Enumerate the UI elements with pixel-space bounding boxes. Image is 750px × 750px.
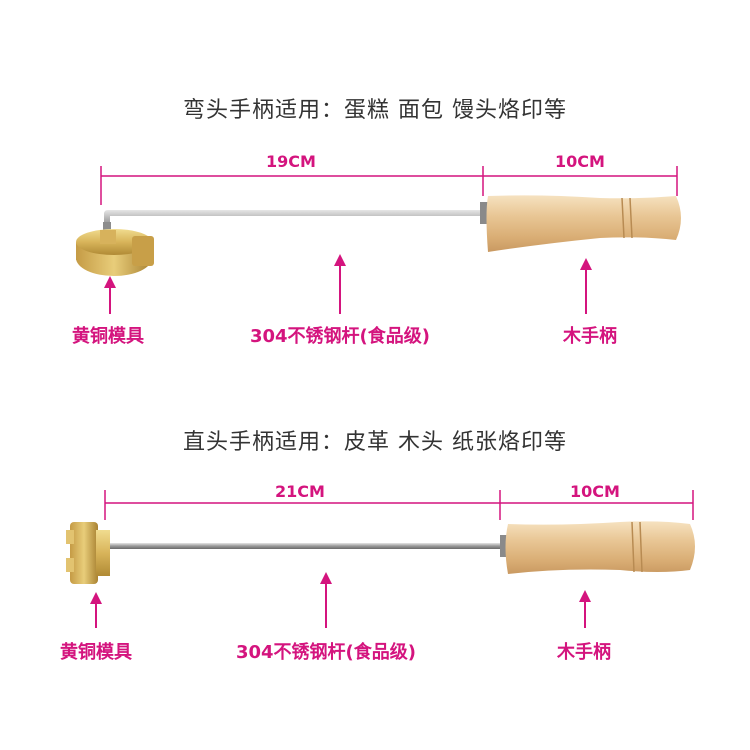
bent-pointer-arrows [104, 254, 592, 314]
straight-steel-rod [110, 543, 508, 549]
straight-handle-label: 木手柄 [557, 642, 611, 663]
straight-rod-length-label: 21CM [275, 482, 325, 501]
bent-rod-length-label: 19CM [266, 152, 316, 171]
bent-wooden-handle-icon [480, 195, 681, 252]
straight-section-title: 直头手柄适用：皮革 木头 纸张烙印等 [183, 430, 567, 455]
bent-mold-label: 黄铜模具 [72, 326, 144, 347]
straight-dimension-lines [104, 490, 694, 520]
bent-handle-length-label: 10CM [555, 152, 605, 171]
bent-handle-label: 木手柄 [563, 326, 617, 347]
bent-dimension-lines [100, 166, 678, 205]
straight-pointer-arrows [90, 572, 591, 628]
straight-brass-mold-icon [66, 522, 110, 584]
bent-steel-rod [103, 210, 485, 242]
straight-wooden-handle-icon [500, 521, 695, 574]
bent-rod-label: 304不锈钢杆(食品级) [249, 326, 431, 347]
straight-handle-length-label: 10CM [570, 482, 620, 501]
straight-rod-label: 304不锈钢杆(食品级) [235, 642, 417, 663]
straight-mold-label: 黄铜模具 [60, 642, 132, 663]
bent-section-title: 弯头手柄适用：蛋糕 面包 馒头烙印等 [183, 98, 567, 123]
bent-brass-mold-icon [76, 229, 154, 276]
